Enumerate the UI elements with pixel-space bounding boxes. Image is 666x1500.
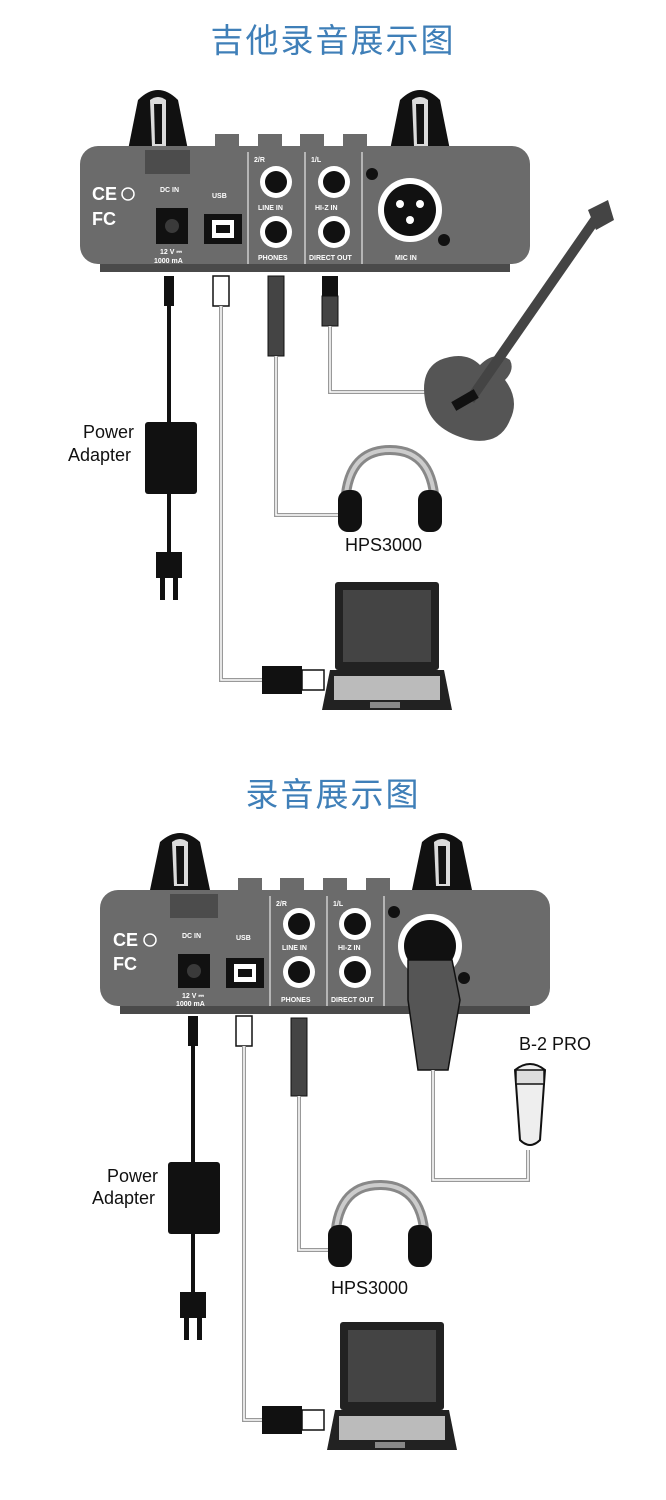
- line-in-label: LINE IN: [258, 205, 283, 212]
- channel-1l-label: 1/L: [333, 901, 344, 908]
- microphone: [513, 1063, 547, 1146]
- direct-out-label: DIRECT OUT: [309, 255, 353, 262]
- guitar-cable: [321, 276, 450, 394]
- dc-spec-v: 12 V ⎓: [160, 249, 182, 256]
- section-title-guitar: 吉他录音展示图: [210, 21, 456, 60]
- microphone-label: B-2 PRO: [519, 1034, 591, 1054]
- headphones-cable: [267, 275, 340, 517]
- phones-label: PHONES: [281, 997, 311, 1004]
- electric-guitar: [424, 200, 614, 441]
- laptop: [322, 582, 452, 710]
- dc-spec-ma: 1000 mA: [176, 1001, 205, 1008]
- power-adapter-label-line2: Adapter: [92, 1188, 155, 1208]
- laptop: [327, 1322, 457, 1450]
- power-adapter-label-line1: Power: [83, 422, 134, 442]
- headphones-label: HPS3000: [331, 1278, 408, 1298]
- dc-in-label: DC IN: [160, 187, 179, 194]
- channel-1l-label: 1/L: [311, 157, 322, 164]
- svg-text:FC: FC: [92, 209, 116, 229]
- power-adapter-label-line2: Adapter: [68, 445, 131, 465]
- power-adapter: [168, 1016, 220, 1340]
- dc-spec-v: 12 V ⎓: [182, 993, 204, 1000]
- left-knob: [128, 90, 188, 150]
- hiz-in-label: HI-Z IN: [315, 205, 338, 212]
- guitar-recording-diagram: CE FC DC IN 12 V ⎓ 1000 mA USB 2/R 1/L L…: [68, 90, 614, 710]
- usb-cable: [235, 1015, 325, 1434]
- phones-label: PHONES: [258, 255, 288, 262]
- svg-text:CE: CE: [113, 930, 138, 950]
- interface-rear-panel: CE FC DC IN 12 V ⎓ 1000 mA USB 2/R 1/L L…: [100, 890, 550, 1014]
- line-in-label: LINE IN: [282, 945, 307, 952]
- usb-label: USB: [236, 935, 251, 942]
- channel-2r-label: 2/R: [276, 901, 287, 908]
- channel-2r-label: 2/R: [254, 157, 265, 164]
- hiz-in-label: HI-Z IN: [338, 945, 361, 952]
- headphones-cable: [290, 1017, 330, 1252]
- section-title-recording: 录音展示图: [245, 775, 421, 814]
- power-adapter-label-line1: Power: [107, 1166, 158, 1186]
- svg-text:CE: CE: [92, 184, 117, 204]
- power-adapter: [145, 276, 197, 600]
- headphones: [328, 1179, 432, 1267]
- interface-rear-panel: CE FC DC IN 12 V ⎓ 1000 mA USB 2/R 1/L L…: [80, 146, 530, 272]
- headphones: [338, 444, 442, 532]
- right-knob: [412, 833, 472, 890]
- dc-spec-ma: 1000 mA: [154, 258, 183, 265]
- direct-out-label: DIRECT OUT: [331, 997, 375, 1004]
- usb-label: USB: [212, 193, 227, 200]
- usb-cable: [212, 275, 325, 694]
- svg-text:FC: FC: [113, 954, 137, 974]
- dc-in-label: DC IN: [182, 933, 201, 940]
- mic-in-label: MIC IN: [395, 255, 417, 262]
- xlr-cable: [407, 959, 530, 1182]
- mic-recording-diagram: CE FC DC IN 12 V ⎓ 1000 mA USB 2/R 1/L L…: [92, 833, 591, 1450]
- right-knob: [390, 90, 450, 150]
- left-knob: [150, 833, 210, 890]
- headphones-label: HPS3000: [345, 535, 422, 555]
